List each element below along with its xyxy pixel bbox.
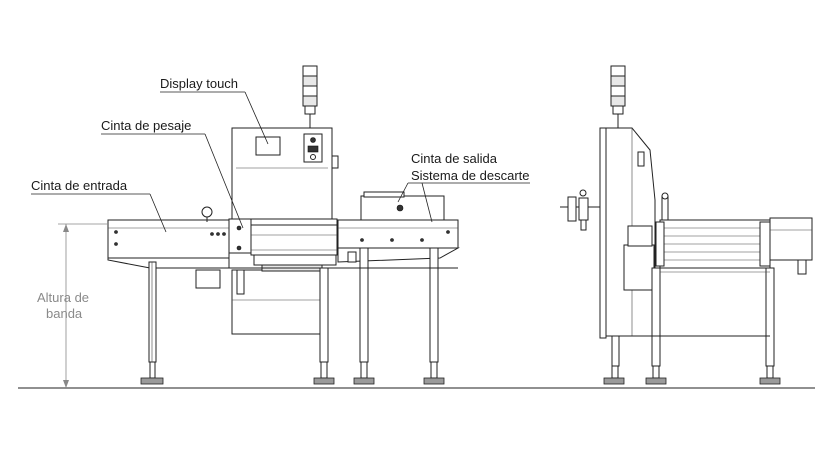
air-filter-unit	[560, 189, 600, 231]
signal-tower	[302, 65, 318, 128]
front-view	[107, 65, 460, 385]
label-display-touch: Display touch	[160, 76, 238, 91]
label-sistema-descarte: Sistema de descarte	[411, 168, 530, 183]
belt-height-dimension	[58, 223, 108, 388]
side-motor	[623, 244, 655, 291]
weighing-conveyor	[228, 218, 338, 272]
label-cinta-pesaje: Cinta de pesaje	[101, 118, 191, 133]
side-conveyor	[655, 192, 813, 275]
side-view	[560, 65, 813, 385]
label-altura-line2: banda	[46, 306, 83, 321]
lower-cabinet	[231, 269, 322, 335]
label-altura-line1: Altura de	[37, 290, 89, 305]
outlet-conveyor	[337, 191, 460, 263]
side-signal-tower	[610, 65, 626, 128]
main-legs	[156, 247, 458, 385]
label-cinta-salida: Cinta de salida	[411, 151, 498, 166]
touch-display	[255, 136, 281, 156]
inlet-conveyor	[107, 206, 230, 289]
inlet-legs	[140, 261, 245, 385]
side-frame	[603, 267, 781, 385]
label-cinta-entrada: Cinta de entrada	[31, 178, 128, 193]
leader-lines	[31, 91, 530, 233]
